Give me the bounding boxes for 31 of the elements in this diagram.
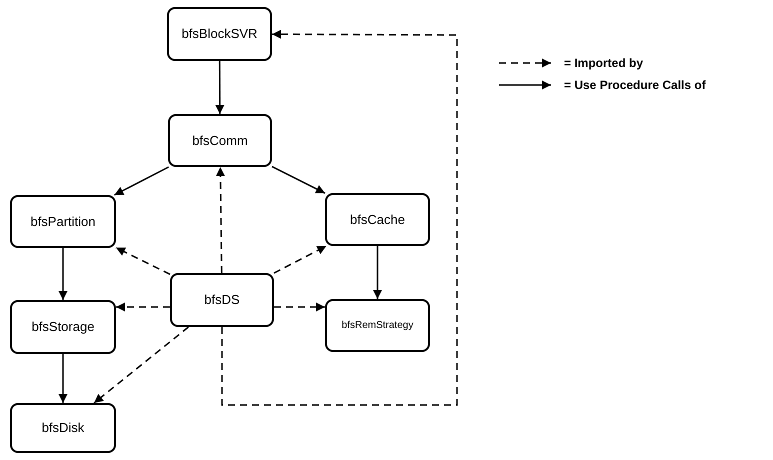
- arrow: [58, 248, 68, 300]
- module-name: bfsBlockSVR: [182, 25, 258, 44]
- dashed-arrow: [116, 302, 170, 312]
- module-box: [325, 193, 430, 246]
- module-box: [10, 195, 116, 248]
- module-name: bfsStorage: [32, 318, 94, 336]
- module-name: bfsCache: [350, 210, 405, 229]
- arrow: [272, 166, 326, 194]
- module-name: bfsPartition: [30, 212, 96, 231]
- module-name: bfsRemStrategy: [342, 319, 414, 333]
- arrow: [373, 246, 382, 299]
- module-box: [325, 299, 430, 352]
- dashed-arrow: [274, 245, 327, 274]
- dashed-arrow: [116, 247, 170, 275]
- dashed-arrow: [94, 326, 189, 404]
- legend-text: = Use Procedure Calls of: [564, 77, 706, 94]
- module-box: [10, 300, 116, 354]
- legend-text: = Imported by: [564, 55, 644, 72]
- module-box: [10, 403, 116, 453]
- arrow: [114, 166, 169, 196]
- module-name: bfsDisk: [42, 419, 84, 438]
- module-box: [170, 273, 274, 327]
- dashed-arrow: [274, 302, 325, 312]
- arrow: [215, 61, 224, 114]
- module-box: [168, 114, 272, 167]
- module-name: bfsDS: [204, 291, 240, 310]
- arrow: [58, 354, 68, 403]
- module-box: [167, 7, 272, 61]
- dashed-arrow: [216, 166, 225, 273]
- module-name: bfsComm: [192, 132, 248, 150]
- dashed-arrow: [221, 30, 458, 406]
